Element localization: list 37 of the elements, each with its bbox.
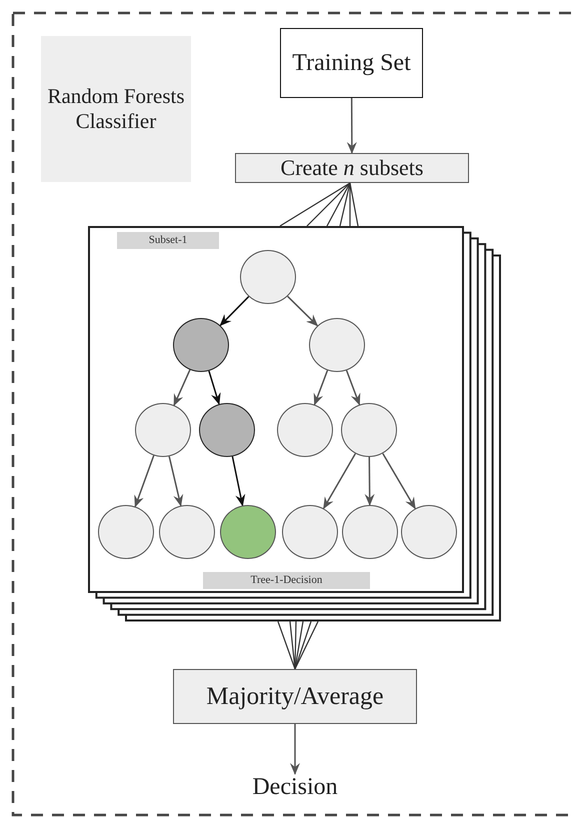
arrow [173,369,191,406]
output-text: Decision [240,770,350,804]
connector-line [280,182,350,227]
card-label: Subset-1 [117,232,219,249]
card-label: Tree-1-Decision [203,572,370,589]
connector-line [289,621,296,670]
arrow [346,98,357,154]
arrow [232,456,246,506]
arrow [168,456,184,507]
arrow [346,370,360,406]
arrow [134,455,154,508]
process-box [280,28,423,98]
arrow [287,296,318,326]
arrow [364,457,375,506]
connector-line [339,182,351,226]
arrow [208,370,221,406]
connector-line [294,621,304,670]
node-text: Majority/Average [206,682,384,712]
connector-line [349,182,359,226]
connector-line [277,621,296,670]
process-box [173,669,417,724]
connector-line [349,183,351,226]
connector-line [294,621,319,670]
node-text: Random Forests Classifier [46,84,186,134]
node-text: Create n subsets [280,154,424,182]
connector-line [294,621,297,670]
node-text: Training Set [292,48,411,78]
arrow [290,724,300,775]
arrow [323,453,356,510]
stacked-tree-cards [88,226,501,622]
arrow [314,370,328,406]
connector-line [326,182,351,226]
arrow [220,296,250,326]
arrow [382,453,416,510]
connector-line [306,182,350,226]
connector-line [294,621,312,670]
process-box [235,153,469,183]
